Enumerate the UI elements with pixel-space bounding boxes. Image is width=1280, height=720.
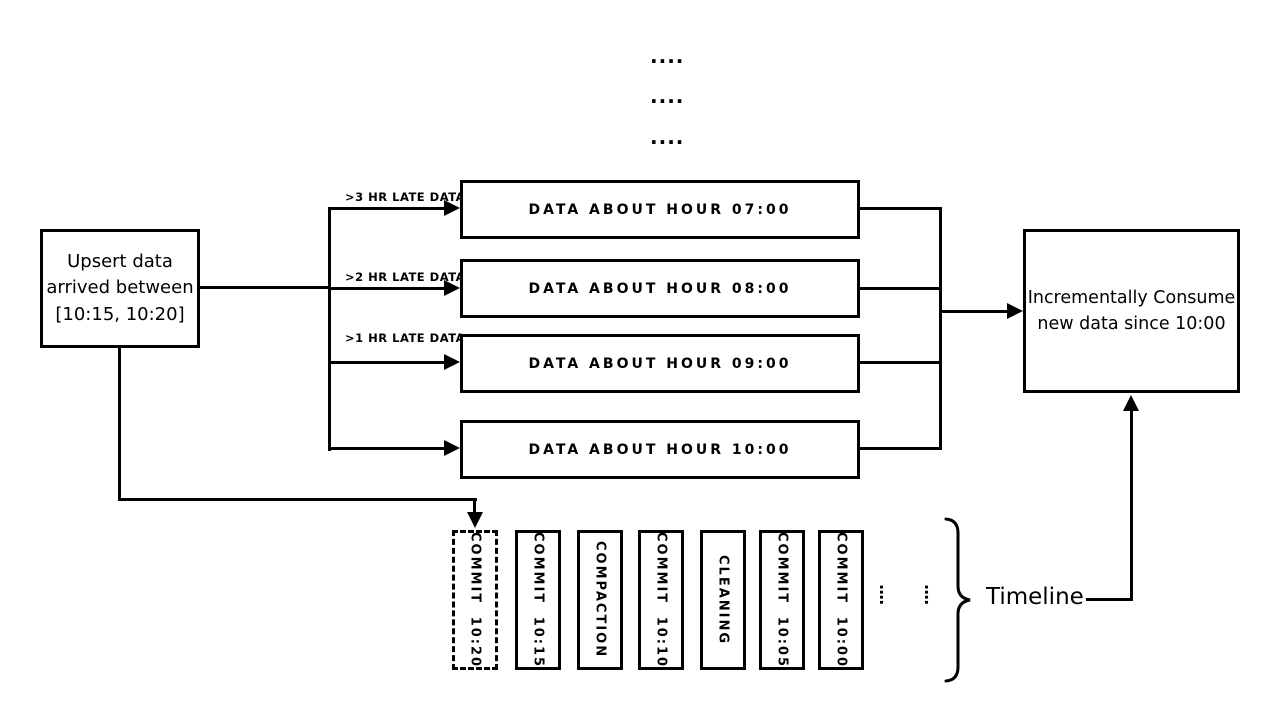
upsert-down-line — [118, 348, 121, 501]
timeline-box-cleaning-label: CLEANING — [715, 554, 731, 646]
timeline-box-commit-1000-label: COMMIT 10:00 — [833, 531, 849, 669]
upsert-box-label: Upsert data arrived between [10:15, 10:2… — [46, 251, 194, 325]
ellipsis-top-row-1: .... — [650, 44, 685, 68]
hour-box-10: DATA ABOUT HOUR 10:00 — [460, 420, 860, 479]
timeline-box-compaction: COMPACTION — [577, 530, 623, 670]
late-data-label-2hr: >2 HR LATE DATA — [345, 270, 466, 284]
hour-box-07-label: DATA ABOUT HOUR 07:00 — [528, 201, 792, 218]
timeline-box-commit-1015-label: COMMIT 10:15 — [530, 531, 546, 669]
consume-box-label: Incrementally Consume new data since 10:… — [1027, 287, 1236, 334]
upsert-commit-stub — [473, 500, 476, 514]
arrowhead-hour-07 — [444, 200, 460, 216]
ellipsis-top-row-2: .... — [650, 84, 685, 108]
hour-box-08-label: DATA ABOUT HOUR 08:00 — [528, 280, 792, 297]
timeline-box-commit-1020: COMMIT 10:20 — [452, 530, 498, 670]
arrowhead-consume — [1007, 303, 1023, 319]
timeline-box-commit-1010: COMMIT 10:10 — [638, 530, 684, 670]
timeline-box-commit-1010-label: COMMIT 10:10 — [653, 531, 669, 669]
timeline-ellipsis-1: .... — [876, 584, 895, 605]
collector-line-hour-08 — [860, 287, 942, 290]
timeline-brace — [944, 517, 971, 683]
collector-line-hour-07 — [860, 207, 942, 210]
branch-line-hour-10 — [330, 447, 445, 450]
hour-box-10-label: DATA ABOUT HOUR 10:00 — [528, 441, 792, 458]
timeline-box-commit-1005-label: COMMIT 10:05 — [774, 531, 790, 669]
arrowhead-hour-09 — [444, 354, 460, 370]
branch-line-hour-07 — [330, 207, 445, 210]
late-data-label-1hr: >1 HR LATE DATA — [345, 331, 466, 345]
timeline-title: Timeline — [986, 584, 1084, 610]
hour-box-08: DATA ABOUT HOUR 08:00 — [460, 259, 860, 318]
hour-box-09-label: DATA ABOUT HOUR 09:00 — [528, 355, 792, 372]
connector-upsert-to-branch — [200, 286, 330, 289]
timeline-box-commit-1005: COMMIT 10:05 — [759, 530, 805, 670]
arrowhead-timeline-consume — [1123, 395, 1139, 411]
branch-bus-line — [328, 207, 331, 451]
arrowhead-hour-10 — [444, 440, 460, 456]
late-data-label-3hr: >3 HR LATE DATA — [345, 190, 466, 204]
ellipsis-top-row-3: .... — [650, 125, 685, 149]
timeline-consume-hline — [1086, 598, 1133, 601]
arrowhead-commit-1020 — [467, 512, 483, 528]
consume-box: Incrementally Consume new data since 10:… — [1023, 229, 1240, 393]
timeline-box-commit-1020-label: COMMIT 10:20 — [467, 531, 483, 669]
timeline-box-compaction-label: COMPACTION — [592, 541, 608, 659]
arrowhead-hour-08 — [444, 280, 460, 296]
timeline-consume-vline — [1130, 410, 1133, 601]
upsert-box: Upsert data arrived between [10:15, 10:2… — [40, 229, 200, 348]
branch-line-hour-09 — [330, 361, 445, 364]
consume-arrow-line — [941, 310, 1008, 313]
collector-line-hour-09 — [860, 361, 942, 364]
branch-line-hour-08 — [330, 287, 445, 290]
timeline-box-commit-1015: COMMIT 10:15 — [515, 530, 561, 670]
timeline-ellipsis-2: .... — [921, 584, 940, 605]
collector-line-hour-10 — [860, 447, 942, 450]
collector-bus-line — [939, 207, 942, 450]
hour-box-09: DATA ABOUT HOUR 09:00 — [460, 334, 860, 393]
timeline-box-cleaning: CLEANING — [700, 530, 746, 670]
timeline-box-commit-1000: COMMIT 10:00 — [818, 530, 864, 670]
hour-box-07: DATA ABOUT HOUR 07:00 — [460, 180, 860, 239]
upsert-across-line — [118, 498, 477, 501]
